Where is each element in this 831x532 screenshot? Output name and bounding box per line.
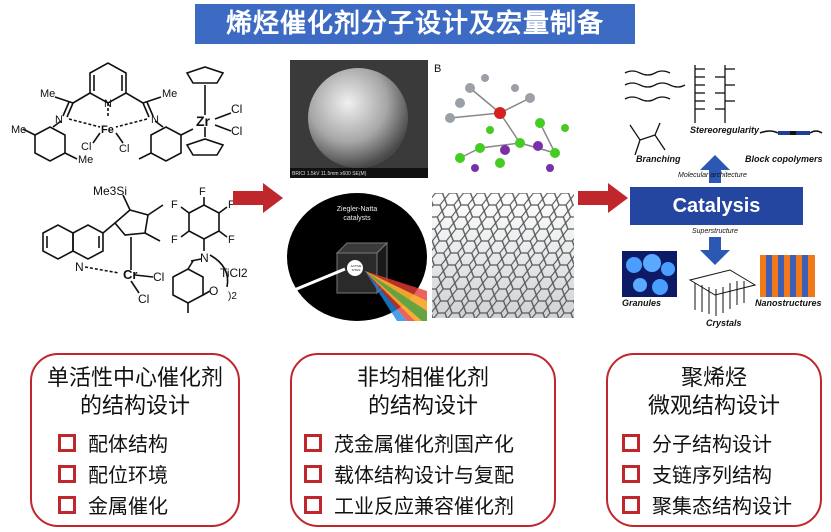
subscript-2-label: )2	[228, 291, 237, 302]
f-label-4: F	[171, 234, 178, 246]
left-chemical-structures: Me Me Me Me N N N Fe Cl Cl Zr Cl Cl Me3S…	[11, 62, 248, 313]
active-sites-label: ACTIVE SITES	[350, 264, 362, 272]
list-item: 分子结构设计	[622, 431, 820, 457]
zr-cl-label-1: Cl	[231, 102, 242, 116]
zr-cl-label-2: Cl	[231, 124, 242, 138]
polyolefin-microstructure-box: 聚烯烃 微观结构设计 分子结构设计 支链序列结构 聚集态结构设计	[606, 353, 822, 527]
list-item: 工业反应兼容催化剂	[304, 493, 554, 519]
nanostructures-label: Nanostructures	[755, 298, 822, 308]
superstructure-label: Superstructure	[692, 228, 738, 235]
cr-cl-label-1: Cl	[153, 270, 164, 284]
box-1-title-line-2: 的结构设计	[79, 394, 190, 419]
o-label: O	[209, 284, 218, 298]
box-1-title-line-1: 单活性中心催化剂	[46, 366, 223, 391]
f-label-5: F	[228, 234, 235, 246]
block-copolymers-label: Block copolymers	[745, 154, 823, 164]
n-label-1: N	[104, 98, 112, 110]
branching-label: Branching	[636, 154, 681, 164]
checkbox-square-icon	[622, 465, 640, 483]
box-3-title-line-1: 聚烯烃	[680, 366, 747, 391]
crystals-label: Crystals	[706, 318, 742, 328]
single-site-catalyst-box: 单活性中心催化剂 的结构设计 配体结构 配位环境 金属催化	[30, 353, 240, 527]
list-item: 支链序列结构	[622, 462, 820, 488]
granules-label: Granules	[622, 298, 662, 308]
heterogeneous-catalyst-box: 非均相催化剂 的结构设计 茂金属催化剂国产化 载体结构设计与复配 工业反应兼容催…	[290, 353, 556, 527]
polymer-architecture-diagram	[622, 65, 823, 316]
page-title: 烯烃催化剂分子设计及宏量制备	[195, 4, 635, 44]
box-2-title-line-2: 的结构设计	[367, 394, 478, 419]
box-3-title-line-2: 微观结构设计	[647, 394, 780, 419]
checkbox-square-icon	[58, 465, 76, 483]
zr-label: Zr	[196, 113, 211, 129]
cr-label: Cr	[123, 267, 137, 282]
sem-image: BRICI 1.5kV 11.5mm x600 SE(M)	[290, 60, 428, 178]
prism-title: Ziegler-Natta catalysts	[336, 206, 378, 222]
fe-label: Fe	[101, 124, 114, 136]
checkbox-square-icon	[58, 434, 76, 452]
ti-n-label: N	[200, 251, 209, 265]
cl-label-2: Cl	[119, 143, 129, 155]
molecular-architecture-label: Molecular architecture	[678, 172, 747, 179]
checkbox-square-icon	[622, 496, 640, 514]
cr-cl-label-2: Cl	[138, 292, 149, 306]
checkbox-square-icon	[304, 496, 322, 514]
n-label-3: N	[151, 114, 159, 126]
right-arrow-2	[578, 183, 628, 213]
n-label-2: N	[55, 114, 63, 126]
cl-label-1: Cl	[81, 141, 91, 153]
list-item: 配位环境	[58, 462, 238, 488]
me3si-label: Me3Si	[93, 184, 127, 198]
stereoregularity-label: Stereoregularity	[690, 125, 760, 135]
me-label-3: Me	[11, 124, 26, 136]
list-item: 载体结构设计与复配	[304, 462, 554, 488]
crystal-structure-image: B	[430, 58, 573, 180]
f-label-3: F	[228, 199, 235, 211]
checkbox-square-icon	[622, 434, 640, 452]
box-2-title-line-1: 非均相催化剂	[356, 366, 489, 391]
f-label-2: F	[171, 199, 178, 211]
checkbox-square-icon	[304, 434, 322, 452]
right-arrow-1	[233, 183, 283, 213]
list-item: 聚集态结构设计	[622, 493, 820, 519]
me-label-4: Me	[78, 154, 93, 166]
list-item: 茂金属催化剂国产化	[304, 431, 554, 457]
cr-n-label: N	[75, 260, 84, 274]
ticl2-label: TiCl2	[220, 266, 248, 280]
checkbox-square-icon	[58, 496, 76, 514]
list-item: 金属催化	[58, 493, 238, 519]
list-item: 配体结构	[58, 431, 238, 457]
crystal-label: B	[434, 63, 441, 75]
ziegler-natta-prism-image: Ziegler-Natta catalysts ACTIVE SITES	[286, 193, 427, 321]
me-label-2: Me	[162, 88, 177, 100]
sem-caption: BRICI 1.5kV 11.5mm x600 SE(M)	[292, 171, 367, 177]
graphene-lattice-image	[432, 193, 574, 318]
f-label-1: F	[199, 186, 206, 198]
me-label-1: Me	[40, 88, 55, 100]
checkbox-square-icon	[304, 465, 322, 483]
catalysis-box: Catalysis	[630, 187, 803, 225]
